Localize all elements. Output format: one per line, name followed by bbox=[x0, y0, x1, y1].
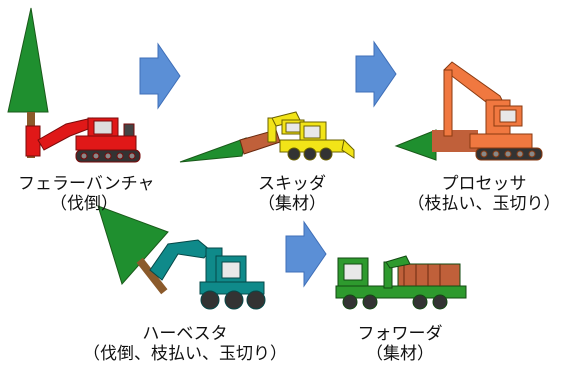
flow-arrow-3 bbox=[285, 220, 327, 288]
feller-buncher-illustration bbox=[7, 7, 141, 163]
forwarder-illustration bbox=[335, 255, 467, 310]
log-load bbox=[397, 263, 461, 287]
processor-label: プロセッサ （枝払い、玉切り） bbox=[390, 174, 578, 214]
processor-illustration bbox=[394, 61, 543, 161]
skidder-function: （集材） bbox=[258, 194, 326, 214]
forwarder-label: フォワーダ （集材） bbox=[340, 324, 460, 364]
flow-arrow-1 bbox=[139, 42, 181, 110]
skidder-illustration bbox=[179, 111, 355, 163]
skidder-machine bbox=[267, 111, 355, 161]
dragged-tree-icon bbox=[179, 137, 247, 163]
falling-tree-icon bbox=[97, 205, 169, 285]
harvester-illustration bbox=[97, 205, 266, 310]
harvester-label: ハーベスタ （伐倒、枝払い、玉切り） bbox=[50, 324, 320, 364]
flow-arrow-2 bbox=[355, 40, 397, 108]
processor-name: プロセッサ bbox=[441, 174, 527, 194]
harvester-name: ハーベスタ bbox=[142, 324, 228, 344]
skidder-name: スキッダ bbox=[258, 174, 326, 194]
harvester-machine bbox=[149, 239, 266, 310]
processor-machine bbox=[443, 61, 543, 161]
forwarder-name: フォワーダ bbox=[357, 324, 443, 344]
feller-buncher-machine bbox=[25, 117, 141, 163]
processor-function: （枝払い、玉切り） bbox=[407, 194, 561, 214]
forwarder-machine bbox=[335, 255, 467, 310]
harvester-function: （伐倒、枝払い、玉切り） bbox=[83, 344, 287, 364]
feller-buncher-label: フェラーバンチャ （伐倒） bbox=[18, 174, 218, 214]
falling-tree-trunk bbox=[136, 257, 168, 295]
processed-log-tip-icon bbox=[394, 129, 437, 161]
feller-buncher-function: （伐倒） bbox=[50, 194, 118, 214]
skidder-label: スキッダ （集材） bbox=[232, 174, 352, 214]
forwarder-function: （集材） bbox=[366, 344, 434, 364]
standing-tree-icon bbox=[7, 7, 49, 113]
feller-buncher-name: フェラーバンチャ bbox=[18, 174, 155, 194]
